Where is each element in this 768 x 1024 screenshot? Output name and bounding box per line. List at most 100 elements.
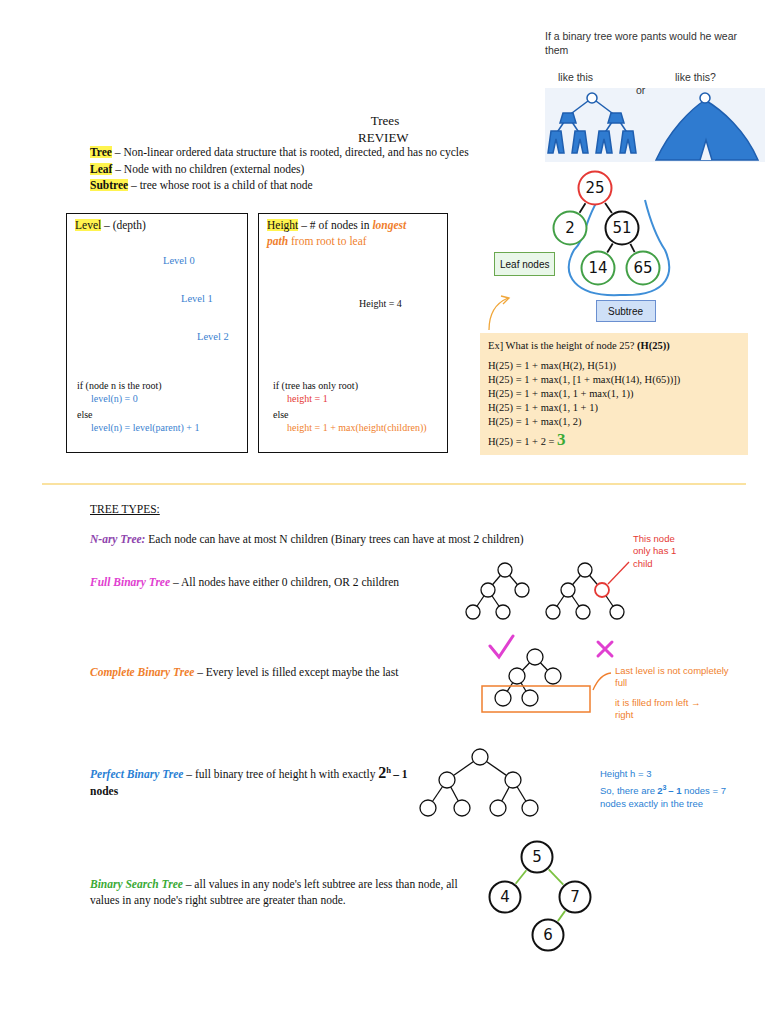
text: 3: [557, 430, 566, 449]
node-text: Subtree: [608, 306, 646, 318]
text: 5: [532, 850, 542, 865]
subtree-outline: [569, 200, 669, 295]
text: Last level is not completely full: [615, 665, 729, 688]
text: 4: [500, 890, 510, 905]
drawing-part: [620, 131, 636, 153]
text: If a binary tree wore pants would he wea…: [545, 30, 737, 56]
text: Height h = 3: [600, 768, 652, 779]
drawing-part: [608, 562, 629, 584]
drawing-part: [515, 583, 529, 597]
section-divider: [42, 483, 746, 484]
text: h: [386, 765, 391, 775]
label: Subtree– tree whose root is a child of t…: [90, 178, 530, 194]
drawing-part: [527, 649, 543, 665]
text: it is filled from left → right: [615, 697, 701, 720]
tree-edge: [516, 870, 527, 883]
text: Full Binary Tree: [90, 576, 170, 588]
text: Binary Search Tree: [90, 878, 183, 890]
text: 6: [543, 928, 553, 943]
text: Tree: [90, 146, 112, 158]
complete-tree-example: [482, 649, 611, 712]
text: 3: [663, 784, 667, 792]
text: like this?: [675, 71, 716, 83]
text: Level: [75, 219, 101, 231]
node-label: 25: [577, 170, 613, 206]
drawing-part: [595, 583, 609, 597]
drawing-part: [561, 583, 575, 597]
text: else: [273, 409, 289, 420]
circle-shape: [579, 172, 612, 205]
text: Level 0: [163, 255, 195, 266]
drawing-part: [656, 93, 758, 160]
text: 51: [612, 221, 631, 236]
text: 14: [588, 261, 607, 276]
text: H(25) = 1 + max(1, 2): [488, 416, 582, 427]
node-text: Level 0: [163, 254, 197, 268]
drawing-part: [700, 140, 712, 160]
text: So, there are: [600, 785, 655, 796]
text: – All nodes have either 0 children, OR 2…: [173, 576, 399, 588]
node-text: H(25) = 1 + max(1, 1 + 1): [488, 401, 601, 415]
tree-edge: [549, 869, 564, 884]
drawing-part: [587, 93, 597, 103]
label: like this: [558, 71, 596, 85]
callout-box: Subtree: [596, 300, 656, 322]
text: or: [636, 84, 645, 96]
drawing-part: [466, 605, 480, 619]
drawing-part: [522, 800, 538, 816]
circle-shape: [560, 882, 591, 913]
text: – (depth): [104, 219, 146, 231]
text: Perfect Binary Tree: [90, 768, 183, 780]
node-text: H(25) = 1 + max(H(2), H(51)): [488, 359, 619, 373]
drawing-part: [490, 800, 506, 816]
text: – tree whose root is a child of that nod…: [131, 179, 313, 191]
text: Level 1: [181, 293, 213, 304]
node-label: 4: [488, 880, 522, 914]
text: Each node can have at most N children (B…: [148, 533, 523, 545]
label: REVIEW: [330, 130, 440, 147]
tree-node: 25: [577, 170, 613, 206]
drawing-part: [439, 772, 455, 788]
text: from root to leaf: [291, 235, 367, 247]
node-text: Leaf nodes: [500, 259, 552, 271]
text: Level 2: [197, 331, 229, 342]
text: (H(25)): [637, 340, 670, 351]
node-text: height = 1 + max(height(children)): [287, 421, 429, 434]
label: If a binary tree wore pants would he wea…: [545, 30, 760, 57]
text: 2: [565, 221, 575, 236]
node-label: 51: [604, 210, 640, 246]
drawing-part: [598, 642, 612, 656]
text: H(25) = 1 + max(H(2), H(51)): [488, 360, 616, 371]
node-text: H(25) = 1 + max(1, 1 + max(1, 1)): [488, 387, 636, 401]
drawing-part: [495, 690, 511, 706]
drawing-part: [505, 772, 521, 788]
drawing-part: [610, 605, 624, 619]
circle-shape: [533, 920, 564, 951]
full-tree-examples: [466, 562, 629, 657]
label: So, there are23– 1nodes = 7 nodes exactl…: [600, 784, 750, 810]
text: TREE TYPES:: [90, 503, 160, 515]
text: Height = 4: [359, 298, 402, 309]
text: – 1: [668, 785, 681, 796]
drawing-part: [656, 100, 758, 160]
label: Binary Search Tree– all values in any no…: [90, 877, 460, 908]
node-text: H(25) = 1 + 2 =3: [488, 429, 570, 451]
tree-node: 7: [558, 880, 592, 914]
text: Leaf nodes: [500, 259, 550, 270]
text: height = 1 + max(height(children)): [287, 422, 427, 433]
text: 7: [570, 890, 580, 905]
tree-edge: [607, 243, 612, 252]
drawing-part: [596, 131, 612, 153]
node-text: H(25) = 1 + max(1, [1 + max(H(14), H(65)…: [488, 373, 683, 387]
tree-node: 51: [604, 210, 640, 246]
text: H(25) = 1 + max(1, 1 + 1): [488, 402, 598, 413]
node-text: Height– # of nodes inlongest pathfrom ro…: [267, 218, 443, 249]
text: 65: [633, 261, 652, 276]
text: Height: [267, 219, 298, 231]
perfect-tree-example: [420, 749, 538, 816]
drawing-part: [501, 296, 509, 304]
drawing-part: [509, 668, 525, 684]
node-label: 7: [558, 880, 592, 914]
text: 25: [585, 181, 604, 196]
